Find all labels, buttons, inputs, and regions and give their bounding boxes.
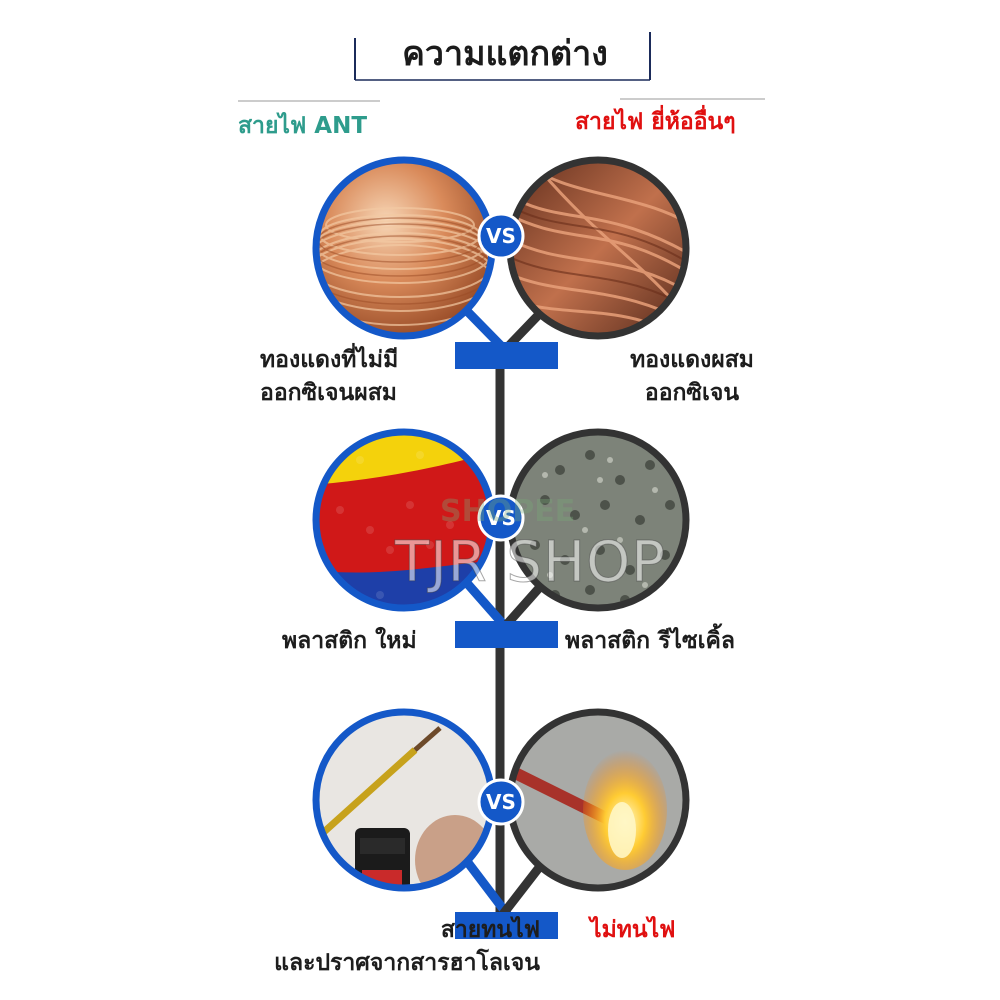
caption-left-2: พลาสติก ใหม่ [282,625,452,658]
vs-badge-3: VS [477,778,525,826]
left-header: สายไฟ ANT [238,113,368,139]
vs-label: VS [486,224,516,248]
vs-label: VS [486,506,516,530]
connector-bar-2 [455,621,558,648]
caption-line: สายทนไฟ [440,917,540,943]
caption-line: พลาสติก รีไซเคิ้ล [565,628,735,654]
page-title: ความแตกต่าง [402,34,608,74]
caption-line: ไม่ทนไฟ [590,917,676,943]
image-copper-coil [316,160,492,336]
caption-left-3: สายทนไฟ และปราศจากสารฮาโลเจน [250,914,540,980]
image-copper-strands [510,160,686,336]
caption-right-3: ไม่ทนไฟ [590,914,710,947]
caption-right-1: ทองแดงผสม ออกซิเจน [612,344,772,410]
caption-left-1: ทองแดงที่ไม่มี ออกซิเจนผสม [260,344,445,410]
caption-line: และปราศจากสารฮาโลเจน [274,950,540,976]
caption-line: ทองแดงที่ไม่มี [260,347,399,373]
image-burning-wire [510,712,686,888]
vs-badge-2: VS [477,494,525,542]
caption-right-2: พลาสติก รีไซเคิ้ล [565,625,785,658]
title-frame [238,32,765,102]
caption-line: ออกซิเจน [644,380,740,406]
connector-bar-1 [455,342,558,369]
watermark-sub: SHOPEE [440,494,576,529]
image-lighter-test [316,712,492,888]
caption-line: ออกซิเจนผสม [260,380,397,406]
vs-label: VS [486,790,516,814]
caption-line: ทองแดงผสม [630,347,754,373]
watermark: TJR SHOP [395,530,666,596]
connector-bar-3 [455,912,558,939]
vs-badge-1: VS [477,212,525,260]
caption-line: พลาสติก ใหม่ [282,628,417,654]
right-header: สายไฟ ยี่ห้ออื่นๆ [575,109,736,135]
